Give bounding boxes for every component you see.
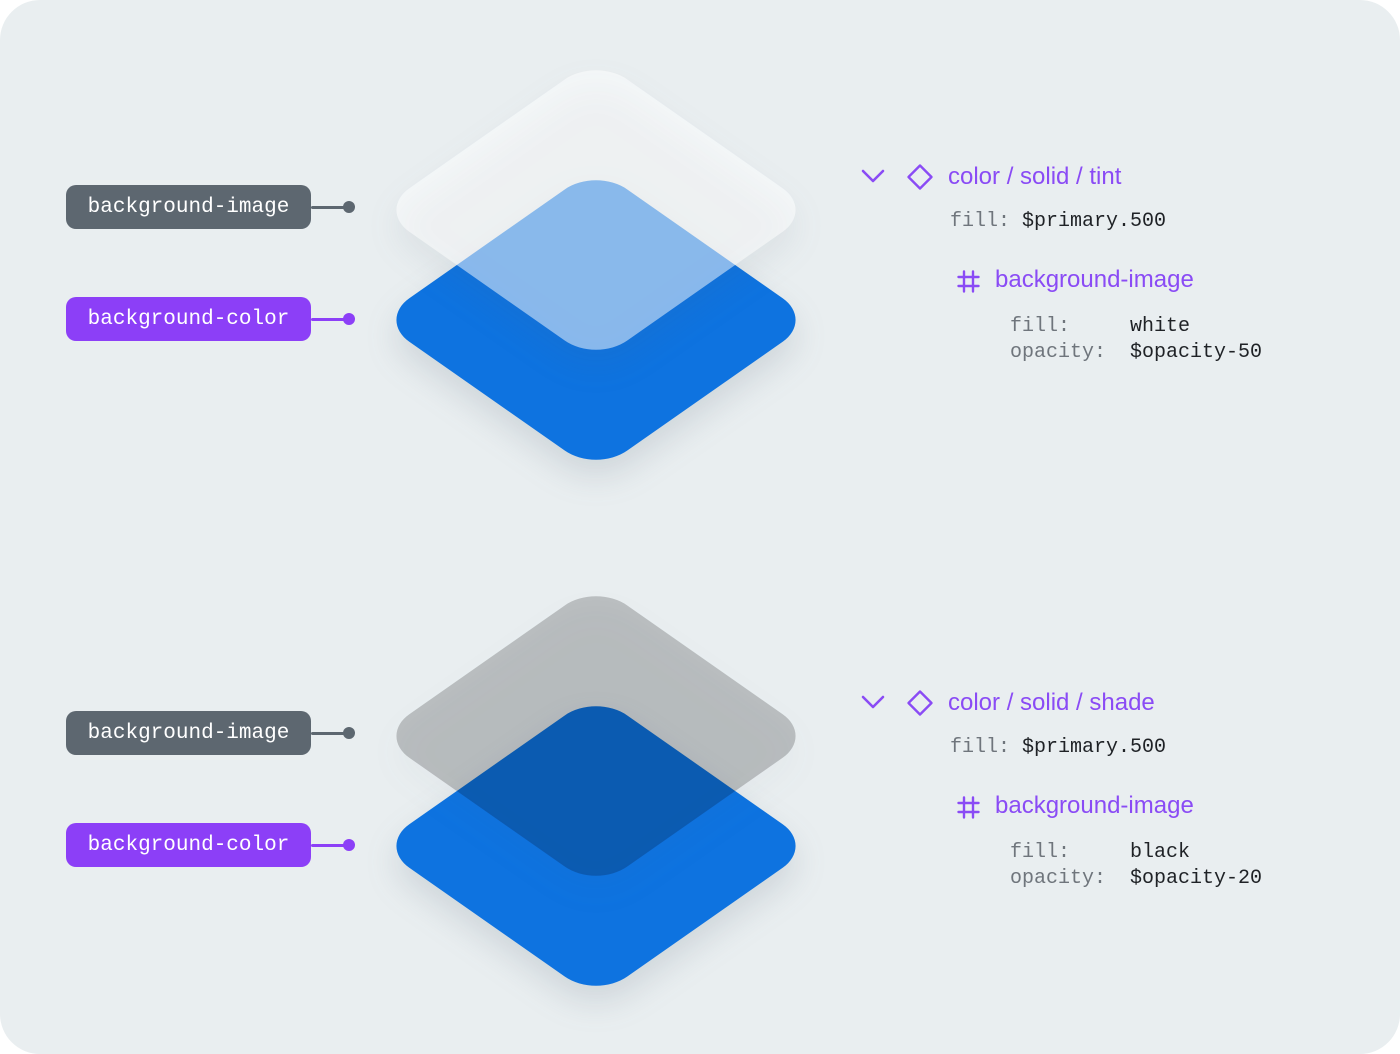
fill-value: $primary.500 [1022,736,1167,759]
frame-grid-icon [956,269,981,294]
background-image-pill: background-image [66,185,311,229]
background-image-layer-diamond [378,582,814,890]
background-image-layer-diamond [378,56,814,364]
component-diamond-icon [906,163,934,191]
frame-grid-icon [956,795,981,820]
fill-label: fill: [950,736,1011,759]
connector-line [311,205,345,209]
fill-label: fill: [950,210,1011,233]
property-row: fill: white [1010,314,1262,340]
property-label: fill: [1010,315,1071,338]
white-tint-diamond [378,57,814,363]
fill-property-row: fill: $primary.500 [950,209,1166,235]
connector-dot [343,313,355,325]
connector-line [311,731,345,735]
component-diamond-icon [906,689,934,717]
connector-dot [343,727,355,739]
tint-section: background-image background-color color … [0,0,1400,526]
connector-line [311,317,345,321]
background-color-pill: background-color [66,823,311,867]
background-image-pill: background-image [66,711,311,755]
chevron-down-icon[interactable] [861,695,885,709]
connector-dot [343,839,355,851]
pill-label: background-image [87,195,290,219]
property-value: $opacity-50 [1130,341,1263,364]
background-color-pill: background-color [66,297,311,341]
pill-label: background-image [87,721,290,745]
layer-title[interactable]: color / solid / tint [948,163,1122,190]
property-row: opacity: $opacity-20 [1010,866,1262,892]
background-color-connector [311,313,355,325]
connector-dot [343,201,355,213]
child-properties: fill: white opacity: $opacity-50 [1010,314,1262,366]
property-label: opacity: [1010,341,1107,364]
pill-label: background-color [87,833,290,857]
property-value: white [1130,315,1191,338]
background-image-connector [311,727,355,739]
property-row: opacity: $opacity-50 [1010,340,1262,366]
fill-property-row: fill: $primary.500 [950,735,1166,761]
child-layer-name[interactable]: background-image [995,266,1194,293]
property-value: black [1130,841,1191,864]
chevron-down-icon[interactable] [861,169,885,183]
connector-line [311,843,345,847]
shade-section: background-image background-color color … [0,526,1400,1052]
property-label: opacity: [1010,867,1107,890]
background-image-connector [311,201,355,213]
layer-title[interactable]: color / solid / shade [948,689,1155,716]
child-layer-name[interactable]: background-image [995,792,1194,819]
property-label: fill: [1010,841,1071,864]
property-value: $opacity-20 [1130,867,1263,890]
child-properties: fill: black opacity: $opacity-20 [1010,840,1262,892]
black-shade-diamond [378,583,814,889]
background-color-connector [311,839,355,851]
fill-value: $primary.500 [1022,210,1167,233]
pill-label: background-color [87,307,290,331]
property-row: fill: black [1010,840,1262,866]
